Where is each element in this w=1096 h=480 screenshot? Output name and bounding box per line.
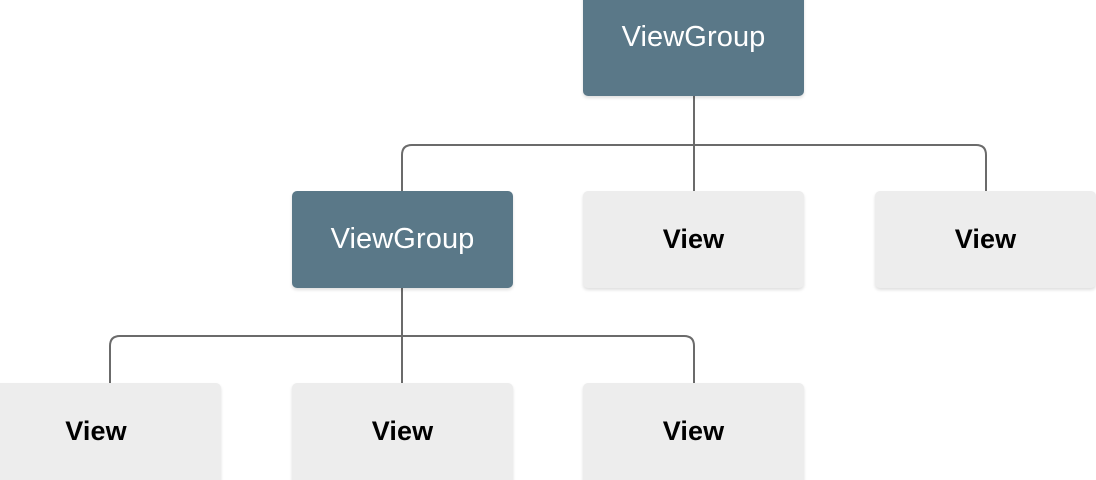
edge-root-to-viewgroup-1	[401, 144, 694, 191]
edge-viewgroup-1-to-view-5	[402, 335, 695, 383]
node-view-row3-right[interactable]: View	[583, 383, 804, 480]
edge-viewgroup-1-to-view-3	[109, 335, 402, 383]
edge-root-to-view-2	[694, 144, 987, 191]
node-view-row3-middle[interactable]: View	[292, 383, 513, 480]
node-label: View	[371, 416, 434, 446]
node-label: View	[65, 416, 127, 446]
node-view-row2-middle[interactable]: View	[583, 191, 804, 288]
node-view-row2-right[interactable]: View	[875, 191, 1096, 288]
node-viewgroup-root[interactable]: ViewGroup	[583, 0, 804, 96]
node-view-row3-left[interactable]: View	[0, 383, 221, 480]
node-label: ViewGroup	[621, 21, 766, 53]
node-label: View	[662, 224, 725, 254]
node-label: View	[662, 416, 725, 446]
node-label: ViewGroup	[330, 223, 475, 255]
node-label: View	[954, 224, 1017, 254]
node-viewgroup-child[interactable]: ViewGroup	[292, 191, 513, 288]
